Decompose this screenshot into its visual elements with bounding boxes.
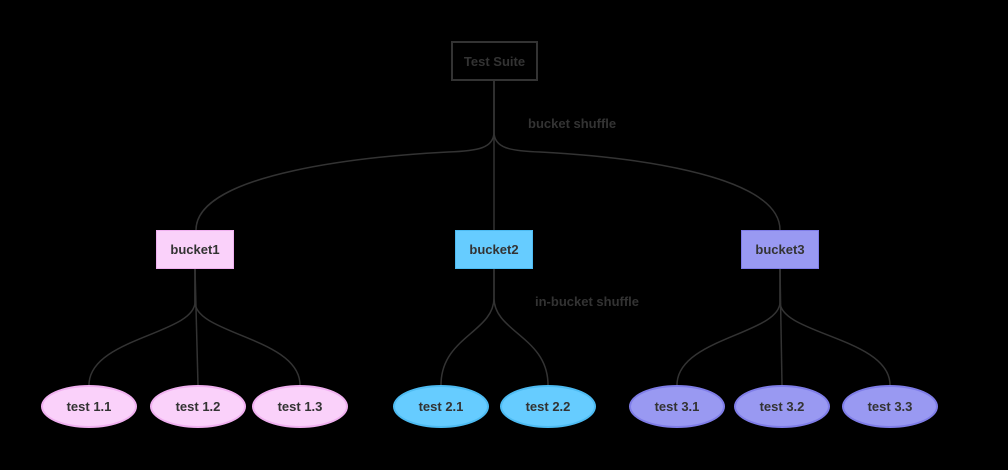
edge-bucket2-test22 (493, 269, 549, 386)
node-test-1-3-label: test 1.3 (277, 399, 323, 414)
edge-bucket1-test11 (88, 269, 196, 386)
node-test-3-1: test 3.1 (629, 385, 725, 428)
node-test-2-1-label: test 2.1 (418, 399, 464, 414)
node-bucket3-label: bucket3 (755, 242, 805, 257)
node-test-1-2: test 1.2 (150, 385, 246, 428)
node-bucket2-label: bucket2 (469, 242, 519, 257)
edge-testsuite-bucket3 (493, 81, 781, 231)
node-test-3-3: test 3.3 (842, 385, 938, 428)
node-test-1-1: test 1.1 (41, 385, 137, 428)
node-test-1-1-label: test 1.1 (66, 399, 112, 414)
node-bucket1-label: bucket1 (170, 242, 220, 257)
node-test-3-2: test 3.2 (734, 385, 830, 428)
edge-testsuite-bucket1 (195, 81, 495, 231)
edge-bucket3-test31 (676, 269, 781, 386)
node-bucket2: bucket2 (455, 230, 533, 269)
node-test-3-2-label: test 3.2 (759, 399, 805, 414)
edge-bucket1-test13 (194, 269, 301, 386)
node-bucket1: bucket1 (156, 230, 234, 269)
node-test-suite: Test Suite (451, 41, 538, 81)
node-test-suite-label: Test Suite (463, 53, 526, 69)
node-test-2-2: test 2.2 (500, 385, 596, 428)
node-test-3-3-label: test 3.3 (867, 399, 913, 414)
node-test-2-1: test 2.1 (393, 385, 489, 428)
node-test-2-2-label: test 2.2 (525, 399, 571, 414)
edge-bucket2-test21 (440, 269, 495, 386)
node-bucket3: bucket3 (741, 230, 819, 269)
node-test-1-3: test 1.3 (252, 385, 348, 428)
edge-label-in-bucket-shuffle: in-bucket shuffle (535, 294, 640, 309)
node-test-3-1-label: test 3.1 (654, 399, 700, 414)
node-test-1-2-label: test 1.2 (175, 399, 221, 414)
edge-label-bucket-shuffle: bucket shuffle (528, 116, 617, 131)
edge-bucket3-test33 (779, 269, 891, 386)
